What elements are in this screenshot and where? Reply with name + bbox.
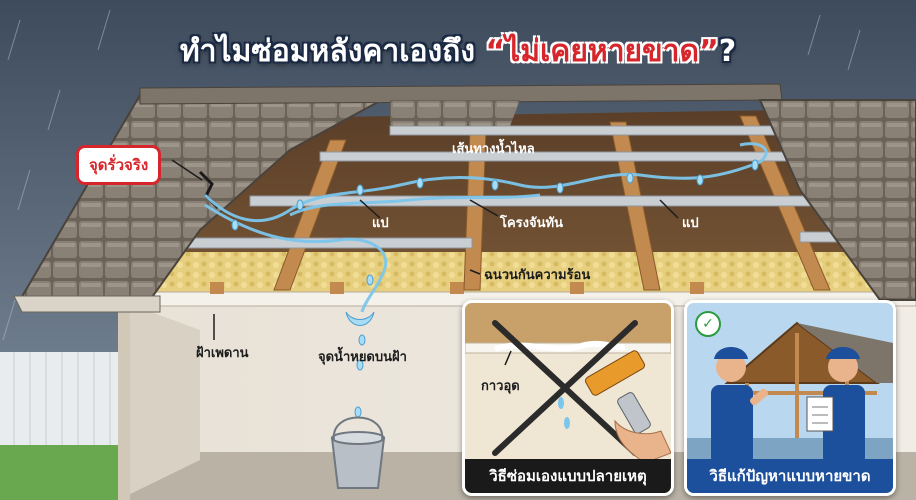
purlin-label-left: แป bbox=[372, 216, 389, 231]
drip-point-label: จุดน้ำหยดบนฝ้า bbox=[318, 350, 407, 365]
worker-right bbox=[806, 347, 865, 465]
diy-panel-caption: วิธีซ่อมเองแบบปลายเหตุ bbox=[465, 459, 671, 493]
pro-repair-panel: ✓ วิธีแก้ปัญหาแบบหายขาด bbox=[684, 300, 896, 496]
right-roof-tiles bbox=[758, 99, 916, 301]
ceiling-label: ฝ้าเพดาน bbox=[196, 346, 249, 361]
bucket bbox=[330, 416, 386, 489]
pro-panel-caption: วิธีแก้ปัญหาแบบหายขาด bbox=[687, 459, 893, 493]
insulation bbox=[150, 252, 890, 292]
insulation-label: ฉนวนกันความร้อน bbox=[484, 268, 591, 283]
purlin-label-right: แป bbox=[682, 216, 699, 231]
ceiling-drip bbox=[345, 311, 375, 326]
clipboard bbox=[806, 396, 834, 432]
title-suffix: ? bbox=[718, 34, 737, 69]
water-drops bbox=[231, 159, 759, 418]
check-icon: ✓ bbox=[695, 311, 721, 337]
fence bbox=[0, 352, 118, 452]
page-title: ทำไมซ่อมหลังคาเองถึง “ไม่เคยหายขาด”? bbox=[0, 28, 916, 75]
grass bbox=[0, 445, 122, 500]
water-path-label: เส้นทางน้ำไหล bbox=[452, 142, 535, 157]
sealant-label: กาวอุด bbox=[481, 379, 520, 394]
title-prefix: ทำไมซ่อมหลังคาเองถึง bbox=[179, 34, 475, 69]
leak-point-tag: จุดรั่วจริง bbox=[76, 145, 162, 185]
rafter-label: โครงจันทัน bbox=[500, 216, 563, 231]
caulk-gun bbox=[584, 350, 671, 464]
title-highlight: “ไม่เคยหายขาด” bbox=[485, 34, 719, 69]
diy-repair-panel: กาวอุด วิธีซ่อมเองแบบปลายเหตุ bbox=[462, 300, 674, 496]
water-flow-path bbox=[203, 142, 768, 313]
worker-left bbox=[711, 347, 769, 465]
